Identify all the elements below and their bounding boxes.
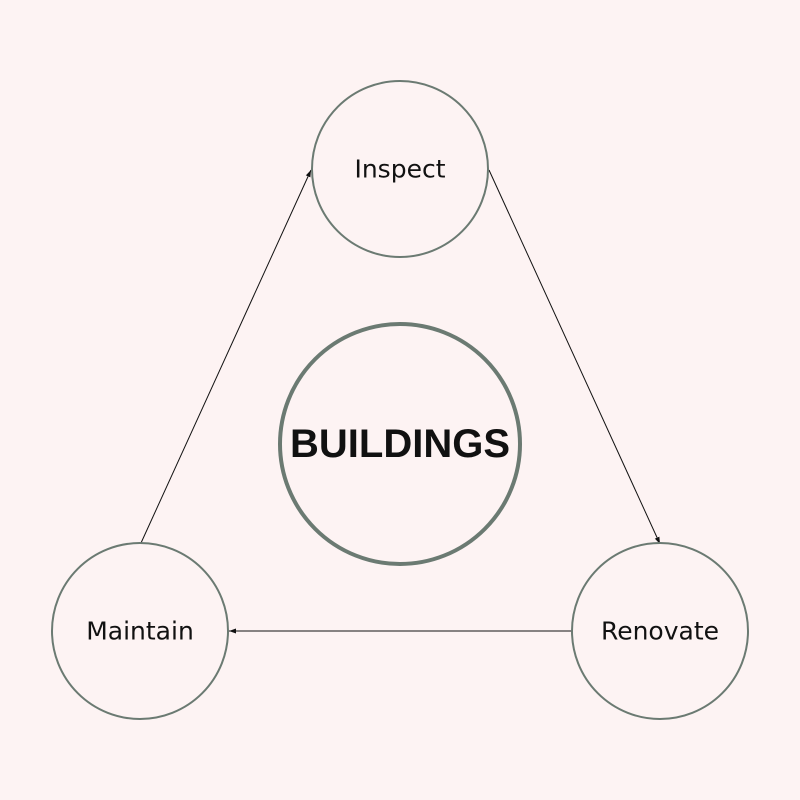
arrow-maintain-to-inspect <box>140 169 312 544</box>
center-node-buildings: BUILDINGS <box>278 322 522 566</box>
node-inspect: Inspect <box>311 80 489 258</box>
node-renovate: Renovate <box>571 542 749 720</box>
node-label: Inspect <box>354 155 445 184</box>
node-maintain: Maintain <box>51 542 229 720</box>
node-label: Maintain <box>86 617 194 646</box>
arrow-inspect-to-renovate <box>488 169 661 545</box>
node-label: Renovate <box>601 617 719 646</box>
center-label: BUILDINGS <box>290 422 510 466</box>
